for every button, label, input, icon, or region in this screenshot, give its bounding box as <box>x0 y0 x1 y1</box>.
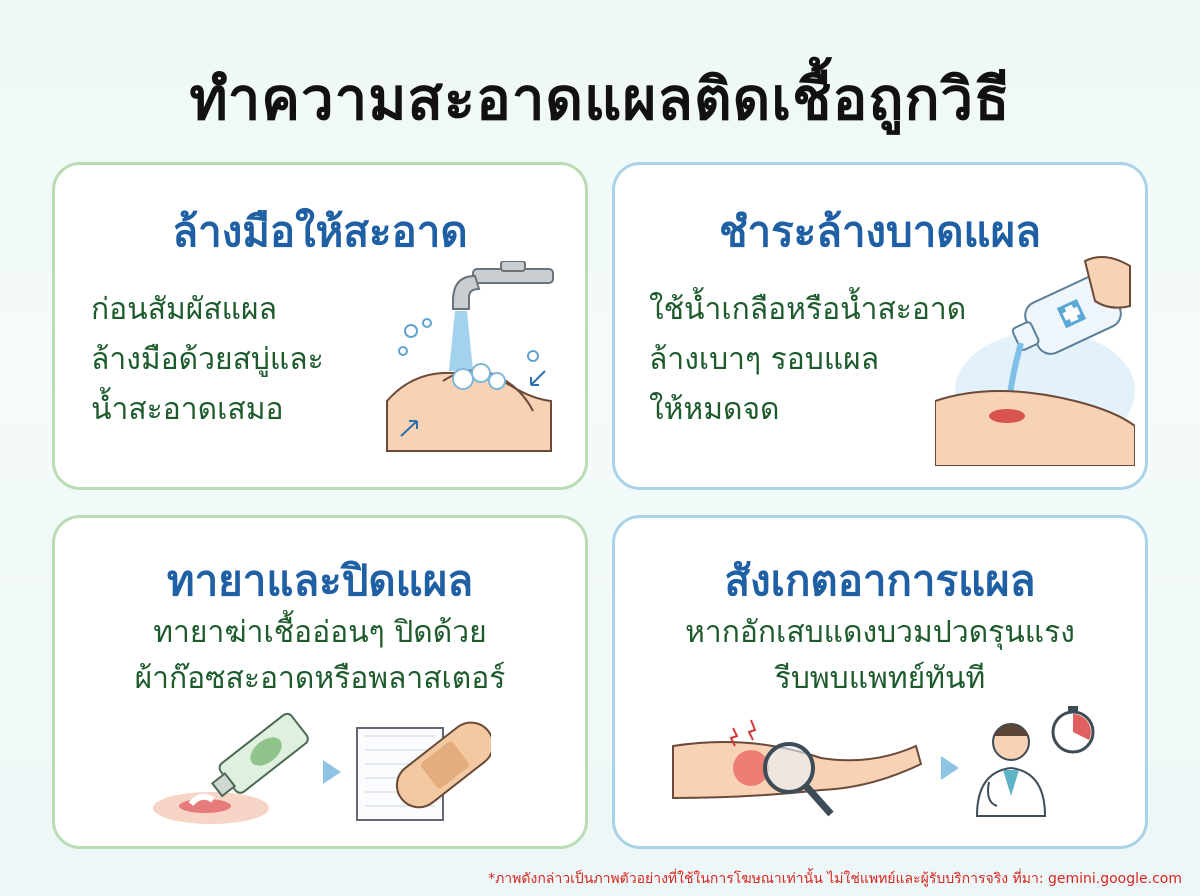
card-text-line: หากอักเสบแดงบวมปวดรุนแรง <box>685 615 1075 650</box>
card-title: ล้างมือให้สะอาด <box>172 207 468 256</box>
card-body: ก่อนสัมผัสแผล ล้างมือด้วยสบู่และ น้ำสะอา… <box>91 285 324 435</box>
card-text-line: ล้างมือด้วยสบู่และ <box>91 342 324 377</box>
card-text-line: ให้หมดจด <box>649 392 780 427</box>
card-text-line: น้ำสะอาดเสมอ <box>91 392 284 427</box>
card-title: ทายาและปิดแผล <box>166 556 474 605</box>
card-wash-hands: ล้างมือให้สะอาด ก่อนสัมผัสแผล ล้างมือด้ว… <box>52 162 588 490</box>
hand-washing-icon <box>386 261 554 452</box>
card-text-line: รีบพบแพทย์ทันที <box>774 661 986 696</box>
card-title: สังเกตอาการแผล <box>724 556 1036 605</box>
card-observe: สังเกตอาการแผล หากอักเสบแดงบวมปวดรุนแรง … <box>612 515 1148 849</box>
card-body: หากอักเสบแดงบวมปวดรุนแรง รีบพบแพทย์ทันที <box>615 610 1145 702</box>
card-clean-wound: ชำระล้างบาดแผล ใช้น้ำเกลือหรือน้ำสะอาด ล… <box>612 162 1148 490</box>
ointment-bandage-icon <box>153 712 491 824</box>
card-text-line: ก่อนสัมผัสแผล <box>91 292 277 327</box>
card-title: ชำระล้างบาดแผล <box>719 207 1041 256</box>
card-text-line: ใช้น้ำเกลือหรือน้ำสะอาด <box>649 292 967 327</box>
card-text-line: ผ้าก๊อซสะอาดหรือพลาสเตอร์ <box>134 661 506 696</box>
card-body: ใช้น้ำเกลือหรือน้ำสะอาด ล้างเบาๆ รอบแผล … <box>649 285 966 435</box>
card-apply-dress: ทายาและปิดแผล ทายาฆ่าเชื้ออ่อนๆ ปิดด้วย … <box>52 515 588 849</box>
card-body: ทายาฆ่าเชื้ออ่อนๆ ปิดด้วย ผ้าก๊อซสะอาดหร… <box>55 610 585 702</box>
saline-pouring-icon <box>935 256 1135 466</box>
page-title: ทำความสะอาดแผลติดเชื้อถูกวิธี <box>189 65 1011 133</box>
disclaimer-footnote: *ภาพดังกล่าวเป็นภาพตัวอย่างที่ใช้ในการโฆ… <box>488 871 1182 887</box>
wound-doctor-icon <box>672 706 1095 817</box>
card-text-line: ทายาฆ่าเชื้ออ่อนๆ ปิดด้วย <box>153 615 487 650</box>
card-text-line: ล้างเบาๆ รอบแผล <box>649 342 880 377</box>
